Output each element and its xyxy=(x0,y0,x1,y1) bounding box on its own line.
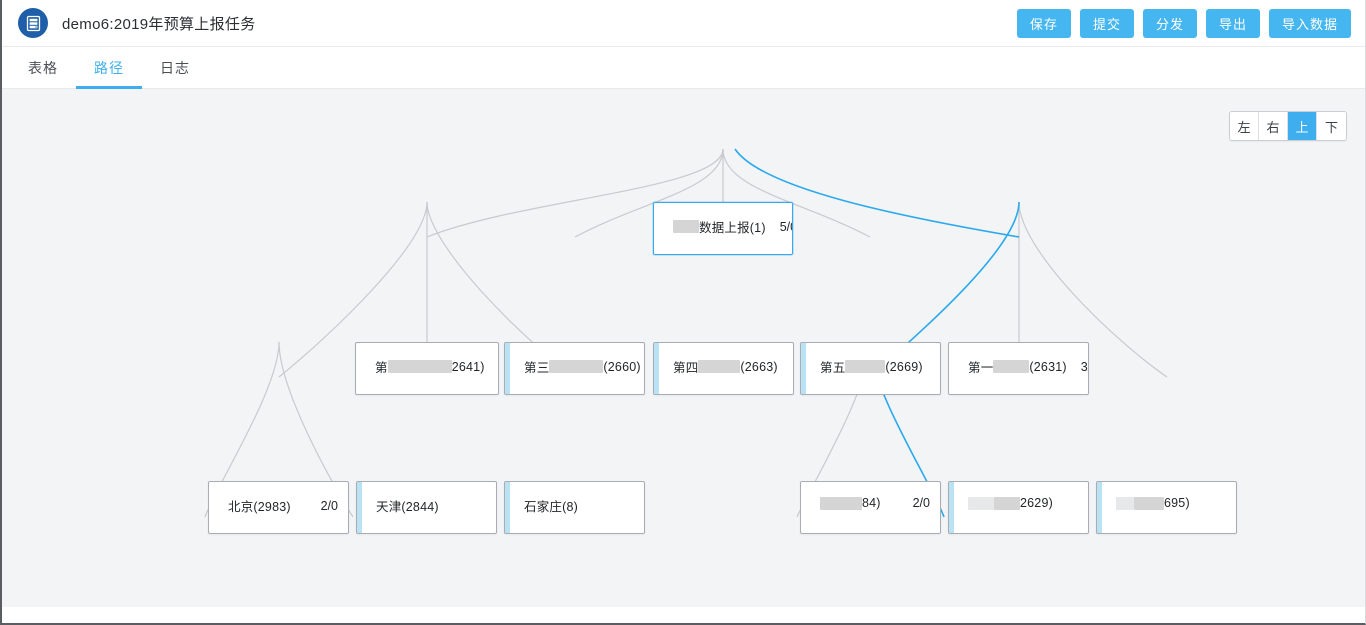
redacted-text xyxy=(994,496,1020,510)
tab-log[interactable]: 日志 xyxy=(160,59,190,76)
tree-node-label: 84) xyxy=(820,496,881,510)
direction-toggle[interactable]: 左 右 上 下 xyxy=(1229,111,1347,141)
tree-node-n8[interactable]: 石家庄(8) xyxy=(504,481,645,534)
tree-node-count: 3/0 xyxy=(485,360,498,374)
tree-node-n5[interactable]: 第一(2631) 3/0 xyxy=(948,342,1089,395)
redacted-text xyxy=(673,220,699,233)
tab-table[interactable]: 表格 xyxy=(28,59,58,76)
redacted-text xyxy=(1116,496,1134,510)
document-list-icon xyxy=(18,8,48,38)
distribute-button[interactable]: 分发 xyxy=(1142,8,1197,38)
dir-right-button[interactable]: 右 xyxy=(1259,112,1288,140)
node-accent-bar xyxy=(505,343,510,394)
dir-up-button[interactable]: 上 xyxy=(1288,112,1317,140)
tree-node-n7[interactable]: 天津(2844) xyxy=(356,481,497,534)
tree-node-count: 3/0 xyxy=(1080,359,1088,374)
redacted-text xyxy=(698,360,741,373)
node-accent-bar xyxy=(357,482,362,533)
tree-node-label: 第一(2631) xyxy=(968,359,1067,376)
dir-down-button[interactable]: 下 xyxy=(1317,112,1346,140)
redacted-text xyxy=(845,360,886,373)
tree-node-label: 695) xyxy=(1116,496,1190,510)
tree-node-n4[interactable]: 第五(2669) xyxy=(800,342,941,395)
tab-bar: 表格 路径 日志 xyxy=(2,47,1365,89)
tree-node-label: 北京(2983) xyxy=(228,500,291,514)
tree-node-label: 天津(2844) xyxy=(376,500,439,514)
redacted-text xyxy=(820,496,862,510)
tree-node-label: 第三(2660) xyxy=(524,359,641,376)
node-accent-bar xyxy=(1097,482,1102,533)
tree-node-n3[interactable]: 第四(2663) xyxy=(653,342,794,395)
save-button[interactable]: 保存 xyxy=(1016,8,1071,38)
redacted-text xyxy=(1134,496,1164,510)
tree-node-count: 2/0 xyxy=(320,498,338,513)
tree-node-label: 石家庄(8) xyxy=(524,500,578,514)
redacted-text xyxy=(387,360,452,373)
redacted-text xyxy=(549,360,604,373)
tree-node-label: 第五(2669) xyxy=(820,359,923,376)
tree-node-n11[interactable]: 695) xyxy=(1096,481,1237,534)
tree-node-n6[interactable]: 北京(2983) 2/0 xyxy=(208,481,349,534)
page-title: demo6:2019年预算上报任务 xyxy=(62,15,256,33)
node-accent-bar xyxy=(801,343,806,394)
tree-node-label: 数据上报(1) xyxy=(673,217,766,236)
tree-node-n2[interactable]: 第三(2660) xyxy=(504,342,645,395)
dir-left-button[interactable]: 左 xyxy=(1230,112,1259,140)
node-accent-bar xyxy=(949,482,954,533)
tree-node-label: 2629) xyxy=(968,496,1053,510)
node-accent-bar xyxy=(505,482,510,533)
tree-node-root[interactable]: 数据上报(1) 5/0 xyxy=(653,202,793,255)
tree-node-n10[interactable]: 2629) xyxy=(948,481,1089,534)
import-button[interactable]: 导入数据 xyxy=(1268,8,1351,38)
tree-node-n9[interactable]: 84) 2/0 xyxy=(800,481,941,534)
tree-node-label: 第四(2663) xyxy=(673,359,778,376)
app-header: demo6:2019年预算上报任务 保存 提交 分发 导出 导入数据 xyxy=(2,0,1365,47)
redacted-text xyxy=(968,496,994,510)
tree-node-count: 2/0 xyxy=(912,496,930,510)
node-accent-bar xyxy=(654,343,659,394)
header-actions: 保存 提交 分发 导出 导入数据 xyxy=(1016,8,1351,38)
export-button[interactable]: 导出 xyxy=(1205,8,1260,38)
redacted-text xyxy=(993,360,1030,373)
submit-button[interactable]: 提交 xyxy=(1079,8,1134,38)
tree-node-count: 5/0 xyxy=(779,219,792,234)
tab-path[interactable]: 路径 xyxy=(76,47,142,89)
